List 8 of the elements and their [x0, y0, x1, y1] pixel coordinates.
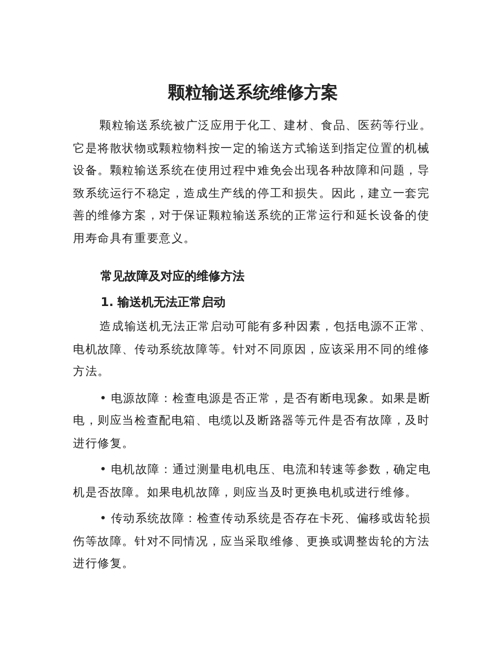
bullet-item: • 电源故障：检查电源是否正常，是否有断电现象。如果是断电，则应当检查配电箱、电缆以及断路器等元件是否有故障，及时进行修复。	[73, 390, 432, 452]
title: 颗粒输送系统维修方案	[166, 82, 339, 105]
paragraph: 造成输送机无法正常启动可能有多种因素，包括电源不正常、电机故障、传动系统故障等。针对不同原因，应该采用不同的维修方法。	[73, 318, 433, 380]
bullet-item: • 电机故障：通过测量电机电压、电流和转速等参数，确定电机是否故障。如果电机故障，则应当及时更换电机或进行维修。	[73, 461, 432, 500]
bullet-item: • 传动系统故障：检查传动系统是否存在卡死、偏移或齿轮损伤等故障。针对不同情况，应当采取维修、更换或调整齿轮的方法进行修复。	[73, 510, 432, 572]
section-heading: 1. 输送机无法正常启动	[100, 294, 227, 311]
paragraph: 颗粒输送系统被广泛应用于化工、建材、食品、医药等行业。它是将散状物或颗粒物料按一定的输送方式输送到指定位置的机械设备。颗粒输送系统在使用过程中难免会出现各种故障和问题，导致系统运行不稳定，造成生产线的停工和损失。因此，建立一套完善的维修方案，对于保证颗粒输送系统的正常运行和延长设备的使用寿命具有重要意义。	[73, 117, 433, 246]
section-heading: 常见故障及对应的维修方法	[100, 268, 246, 285]
